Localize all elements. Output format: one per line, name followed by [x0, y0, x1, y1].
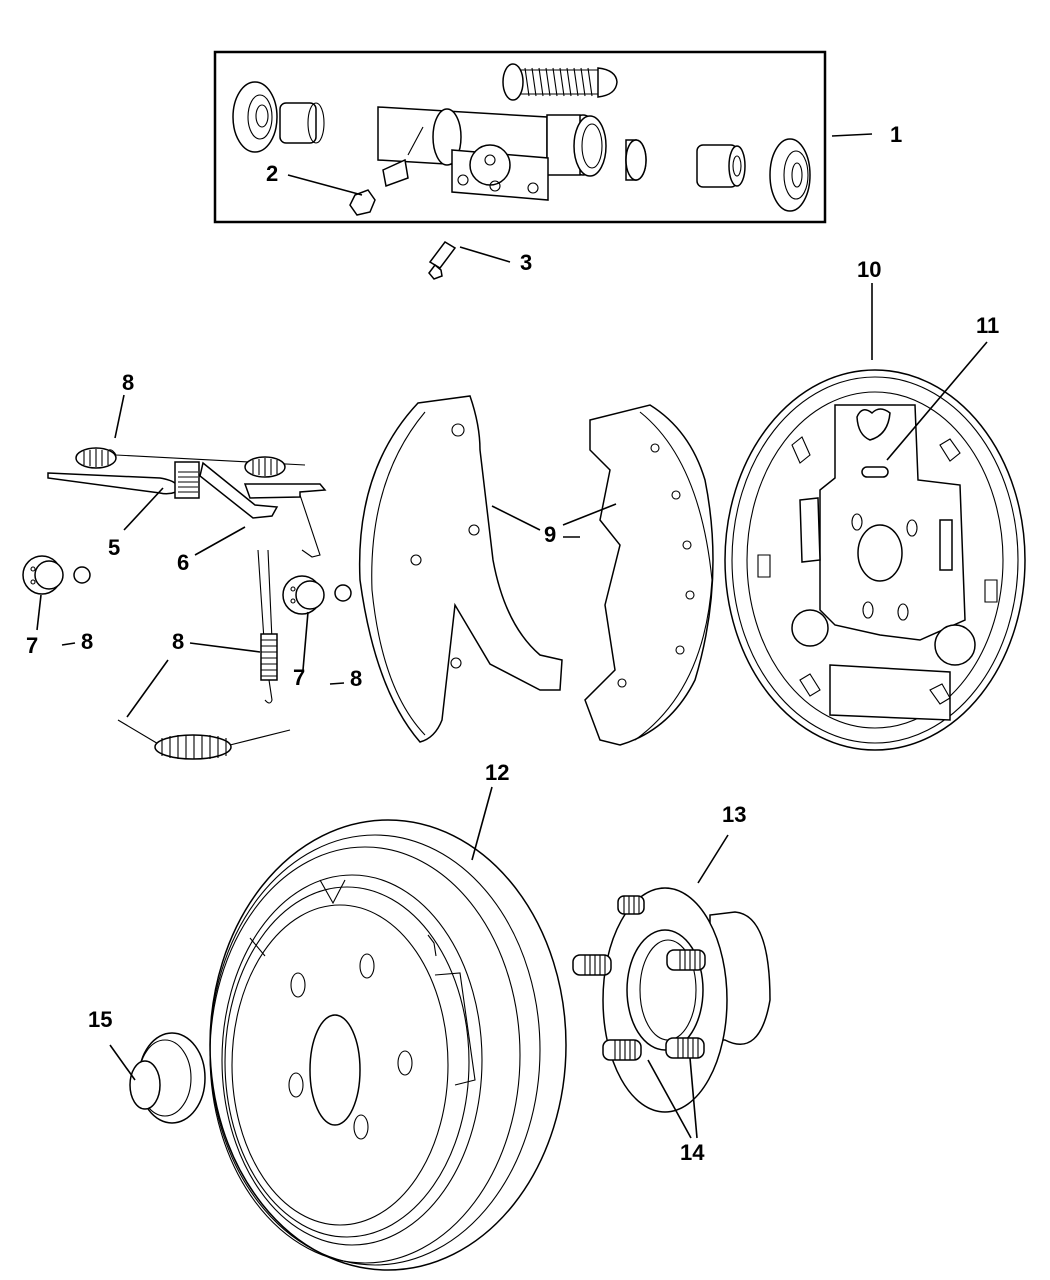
- lower-return-spring[interactable]: [117, 719, 291, 760]
- callout-8-top: 8: [122, 370, 134, 395]
- callout-3: 3: [520, 250, 532, 275]
- brake-drum[interactable]: [209, 819, 567, 1271]
- leader-lines: [36, 133, 988, 1139]
- callout-5: 5: [108, 535, 120, 560]
- wheel-studs[interactable]: [572, 895, 706, 1061]
- brake-shoe-right[interactable]: [584, 404, 714, 746]
- cylinder-body: [377, 106, 607, 201]
- backing-plate[interactable]: [724, 369, 1026, 751]
- cylinder-spring: [502, 63, 618, 101]
- callout-8-middle: 8: [172, 629, 184, 654]
- wheel-cylinder-kit[interactable]: [213, 50, 827, 224]
- callout-2: 2: [266, 161, 278, 186]
- adjuster-spring[interactable]: [257, 549, 278, 704]
- brake-shoe-left[interactable]: [358, 395, 563, 743]
- kit-box: [213, 50, 827, 224]
- adjuster-lever[interactable]: [199, 461, 327, 558]
- callout-14: 14: [680, 1140, 705, 1165]
- adjuster-screw[interactable]: [47, 461, 200, 499]
- piston-left: [279, 102, 325, 144]
- grease-cap[interactable]: [129, 1032, 206, 1124]
- plug[interactable]: [856, 408, 891, 478]
- bleeder-screw[interactable]: [428, 241, 457, 280]
- callout-1: 1: [890, 122, 902, 147]
- boot-left: [232, 81, 278, 153]
- upper-return-spring[interactable]: [75, 447, 306, 478]
- callout-13: 13: [722, 802, 746, 827]
- piston-right: [696, 144, 746, 188]
- callout-8-left: 8: [81, 629, 93, 654]
- callout-15: 15: [88, 1007, 112, 1032]
- callout-7-left: 7: [26, 633, 38, 658]
- callout-labels: 1 2 3 5 6 7 7 8 8 8 8 8 9 10 11 12 13 14…: [26, 122, 999, 1165]
- callout-8-right: 8: [350, 666, 362, 691]
- callout-12: 12: [485, 760, 509, 785]
- callout-7-right: 7: [293, 665, 305, 690]
- callout-10: 10: [857, 257, 881, 282]
- hold-down-kit-left[interactable]: [22, 555, 91, 595]
- hub-and-bearing[interactable]: [602, 887, 771, 1113]
- callout-9: 9: [544, 522, 556, 547]
- boot-right: [769, 138, 811, 212]
- cup-right: [625, 139, 647, 181]
- callout-6: 6: [177, 550, 189, 575]
- wheel-cylinder-bolt[interactable]: [349, 126, 424, 216]
- hold-down-kit-right[interactable]: [282, 575, 352, 615]
- callout-11: 11: [976, 313, 999, 338]
